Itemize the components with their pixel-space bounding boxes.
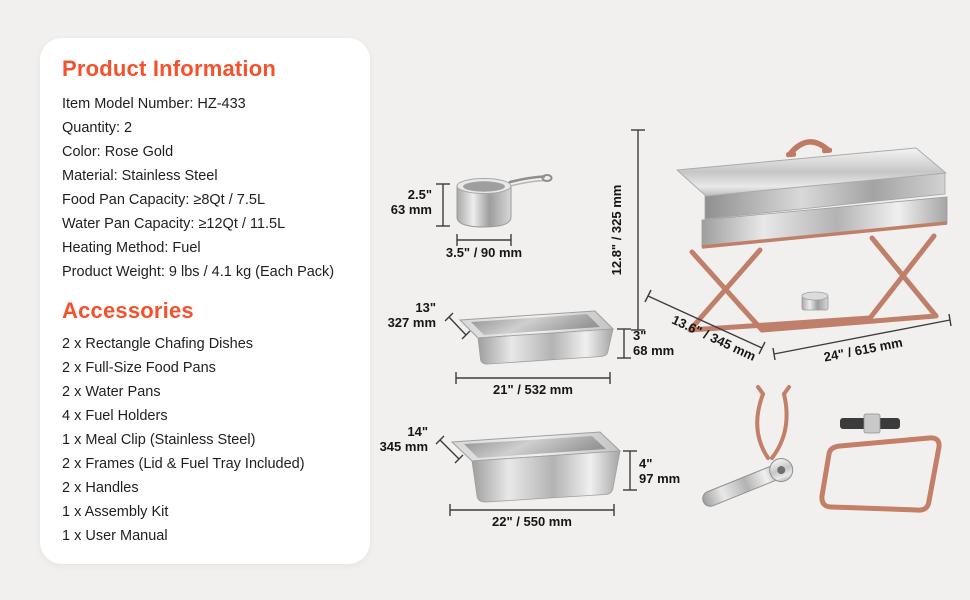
accessory-item: 2 x Handles (62, 480, 139, 496)
info-item: Product Weight: 9 lbs / 4.1 kg (Each Pac… (62, 264, 335, 280)
accessories-title: Accessories (62, 298, 194, 323)
meal-clip-illustration (755, 385, 791, 460)
dim-label-fuel-height-in: 2.5" (408, 187, 432, 202)
dim-label-food-pan-length: 21" / 532 mm (493, 382, 573, 397)
dim-label-dish-depth: 13.6" / 345 mm (670, 312, 759, 364)
food-pan-length-dimension (455, 372, 611, 384)
product-info-title: Product Information (62, 56, 277, 81)
info-item: Quantity: 2 (62, 120, 133, 136)
dim-label-dish-height: 12.8" / 325 mm (609, 185, 624, 276)
accessory-item: 1 x Assembly Kit (62, 504, 169, 520)
food-pan-depth-dimension (444, 312, 471, 340)
accessory-item: 1 x User Manual (62, 528, 168, 544)
water-pan-depth-dimension (435, 435, 464, 464)
accessories-list: 2 x Rectangle Chafing Dishes 2 x Full-Si… (62, 332, 348, 548)
dimension-diagrams: 2.5" 63 mm 3.5" / 90 mm (370, 80, 970, 580)
accessory-item: 2 x Frames (Lid & Fuel Tray Included) (62, 456, 305, 472)
water-pan-illustration (450, 431, 622, 503)
dim-label-food-pan-depth-in: 13" (415, 300, 436, 315)
info-item: Food Pan Capacity: ≥8Qt / 7.5L (62, 192, 266, 208)
info-item: Color: Rose Gold (62, 144, 174, 160)
dish-depth-dimension (644, 289, 766, 355)
accessory-item: 2 x Rectangle Chafing Dishes (62, 336, 254, 352)
accessory-item: 2 x Full-Size Food Pans (62, 360, 216, 376)
dim-label-food-pan-depth-mm: 327 mm (388, 315, 436, 330)
water-pan-length-dimension (449, 504, 615, 516)
dim-label-food-pan-height-mm: 68 mm (633, 343, 674, 358)
food-pan-illustration (458, 310, 615, 365)
dim-label-dish-length: 24" / 615 mm (822, 335, 903, 365)
dim-label-food-pan-height-in: 3" (633, 328, 646, 343)
info-item: Item Model Number: HZ-433 (62, 96, 246, 112)
dish-lid-top (676, 147, 947, 197)
assembly-kit-illustration (840, 413, 900, 434)
food-pan-height-dimension (617, 328, 631, 359)
dim-label-water-pan-depth-in: 14" (407, 424, 428, 439)
dish-length-dimension (772, 313, 952, 361)
dim-label-water-pan-height-in: 4" (639, 456, 652, 471)
fuel-diameter-dimension (456, 234, 512, 246)
accessory-item: 4 x Fuel Holders (62, 408, 168, 424)
dim-label-water-pan-depth-mm: 345 mm (380, 439, 428, 454)
product-info-list: Item Model Number: HZ-433 Quantity: 2 Co… (62, 92, 348, 284)
handle-illustration (702, 458, 794, 507)
info-item: Heating Method: Fuel (62, 240, 201, 256)
dish-height-dimension (631, 129, 645, 331)
fuel-height-dimension (436, 183, 450, 227)
dish-lid-handle (787, 139, 831, 157)
diagram-canvas: 2.5" 63 mm 3.5" / 90 mm (380, 129, 952, 529)
accessory-item: 1 x Meal Clip (Stainless Steel) (62, 432, 256, 448)
fuel-holder-illustration (456, 174, 553, 228)
dim-label-fuel-height-mm: 63 mm (391, 202, 432, 217)
dim-label-water-pan-length: 22" / 550 mm (492, 514, 572, 529)
accessory-item: 2 x Water Pans (62, 384, 161, 400)
info-item: Water Pan Capacity: ≥12Qt / 11.5L (62, 216, 286, 232)
rose-gold-stand (687, 233, 939, 333)
dim-label-water-pan-height-mm: 97 mm (639, 471, 680, 486)
info-item: Material: Stainless Steel (62, 168, 218, 184)
water-pan-height-dimension (623, 450, 637, 491)
frame-illustration (819, 435, 942, 513)
chafing-dish-illustration (676, 139, 948, 333)
product-info-card: Product Information Item Model Number: H… (40, 38, 370, 564)
dim-label-fuel-diameter: 3.5" / 90 mm (446, 245, 522, 260)
